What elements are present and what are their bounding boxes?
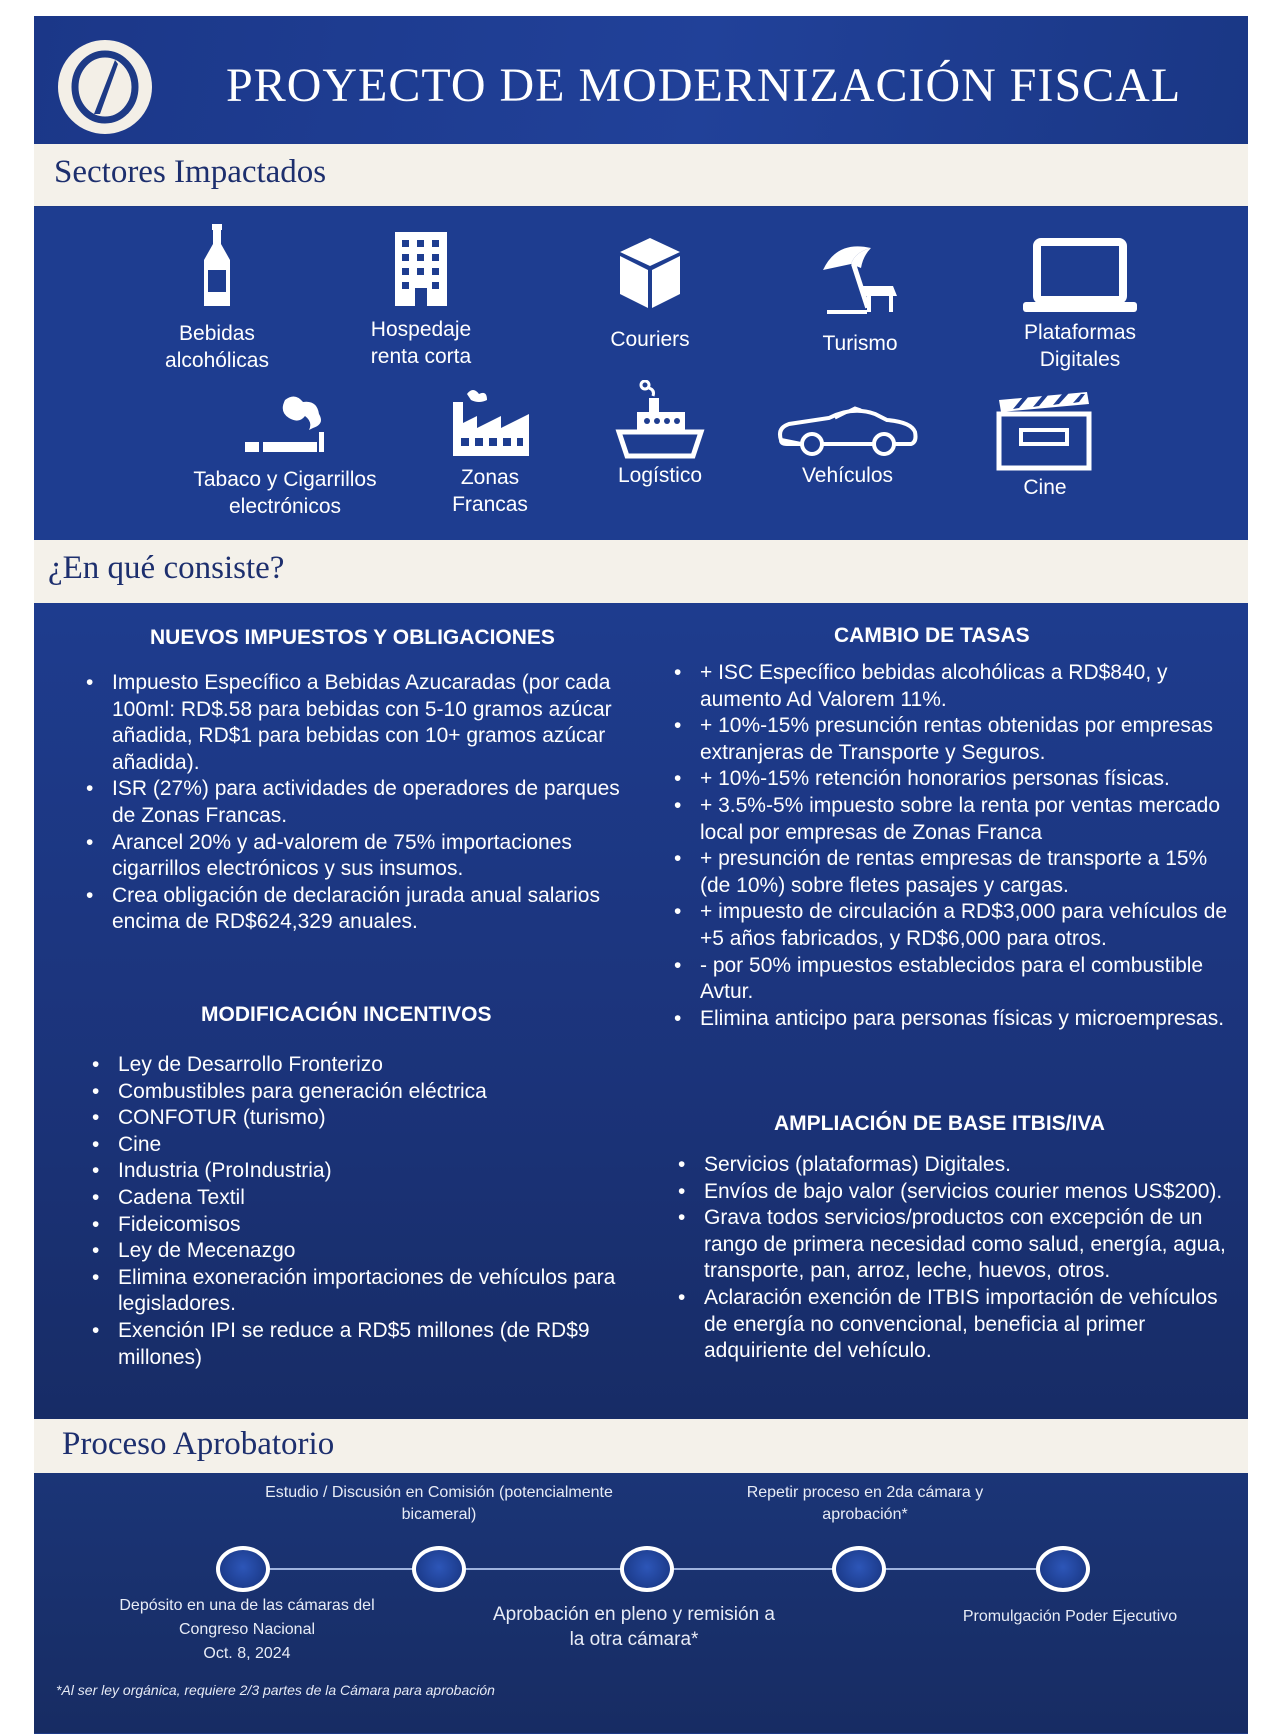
sector-logistico: Logístico xyxy=(600,380,720,489)
sector-label: Bebidas alcohólicas xyxy=(165,322,269,372)
itbis-title: AMPLIACIÓN DE BASE ITBIS/IVA xyxy=(774,1112,1105,1135)
sector-couriers: Couriers xyxy=(590,236,710,353)
nuevos-impuestos-title: NUEVOS IMPUESTOS Y OBLIGACIONES xyxy=(150,626,555,649)
list-item: Ley de Mecenazgo xyxy=(88,1238,658,1265)
proceso-panel xyxy=(34,1473,1248,1733)
sectors-title-band xyxy=(34,144,1248,206)
sector-tabaco: Tabaco y Cigarrillos electrónicos xyxy=(180,394,390,520)
list-item: + impuesto de circulación a RD$3,000 par… xyxy=(670,899,1230,952)
sector-label: Vehículos xyxy=(801,464,894,487)
bottle-icon xyxy=(204,224,230,306)
beach-umbrella-icon xyxy=(823,246,897,314)
building-icon xyxy=(395,232,447,306)
list-item: CONFOTUR (turismo) xyxy=(88,1105,658,1132)
list-item: Envíos de bajo valor (servicios courier … xyxy=(674,1179,1234,1206)
sector-zonas-francas: Zonas Francas xyxy=(430,388,550,518)
sector-label: Turismo xyxy=(822,332,898,355)
header xyxy=(34,16,1248,144)
sector-turismo: Turismo xyxy=(800,240,920,357)
sector-bebidas: Bebidas alcohólicas xyxy=(147,224,287,374)
list-item: Ley de Desarrollo Fronterizo xyxy=(88,1052,658,1079)
footnote: *Al ser ley orgánica, requiere 2/3 parte… xyxy=(56,1682,495,1698)
step-deposito: Depósito en una de las cámaras del Congr… xyxy=(119,1597,375,1662)
sector-label: Plataformas Digitales xyxy=(1023,321,1137,371)
timeline-node xyxy=(620,1546,674,1592)
list-item: + ISC Específico bebidas alcohólicas a R… xyxy=(670,660,1230,713)
incentivos-list: Ley de Desarrollo Fronterizo Combustible… xyxy=(88,1052,658,1371)
list-item: + 10%-15% retención honorarios personas … xyxy=(670,766,1230,793)
car-icon xyxy=(777,406,917,456)
step-promulgacion: Promulgación Poder Ejecutivo xyxy=(962,1608,1178,1625)
cigarette-icon xyxy=(245,396,324,452)
clapperboard-icon xyxy=(996,392,1092,471)
list-item: Impuesto Específico a Bebidas Azucaradas… xyxy=(82,670,642,776)
sector-label: Logístico xyxy=(617,464,703,487)
cambio-tasas-title: CAMBIO DE TASAS xyxy=(834,624,1030,647)
list-item: Elimina anticipo para personas físicas y… xyxy=(670,1006,1230,1033)
package-icon xyxy=(620,238,680,308)
ship-icon xyxy=(615,380,705,459)
sector-cine: Cine xyxy=(990,390,1100,501)
itbis-list: Servicios (plataformas) Digitales. Envío… xyxy=(674,1152,1234,1365)
consiste-title-band xyxy=(34,540,1248,603)
list-item: Industria (ProIndustria) xyxy=(88,1158,658,1185)
sector-plataformas: Plataformas Digitales xyxy=(1000,238,1160,373)
list-item: Exención IPI se reduce a RD$5 millones (… xyxy=(88,1318,658,1371)
timeline-node xyxy=(832,1546,886,1592)
sector-hospedaje: Hospedaje renta corta xyxy=(346,232,496,370)
proceso-title-band xyxy=(34,1419,1248,1473)
proceso-title: Proceso Aprobatorio xyxy=(62,1426,335,1462)
list-item: Grava todos servicios/productos con exce… xyxy=(674,1205,1234,1285)
cambio-tasas-list: + ISC Específico bebidas alcohólicas a R… xyxy=(670,660,1230,1032)
step-estudio: Estudio / Discusión en Comisión (potenci… xyxy=(265,1484,613,1523)
list-item: + 3.5%-5% impuesto sobre la renta por ve… xyxy=(670,793,1230,846)
list-item: Elimina exoneración importaciones de veh… xyxy=(88,1265,658,1318)
sector-label: Cine xyxy=(1023,476,1067,499)
list-item: ISR (27%) para actividades de operadores… xyxy=(82,776,642,829)
page-title: PROYECTO DE MODERNIZACIÓN FISCAL xyxy=(226,59,1182,112)
timeline-node xyxy=(216,1546,270,1592)
list-item: Crea obligación de declaración jurada an… xyxy=(82,883,642,936)
incentivos-title: MODIFICACIÓN INCENTIVOS xyxy=(201,1003,492,1026)
sector-label: Zonas Francas xyxy=(452,466,528,516)
sectors-panel xyxy=(34,207,1248,540)
step-aprobacion: Aprobación en pleno y remisión a la otra… xyxy=(492,1604,775,1650)
factory-icon xyxy=(453,390,529,456)
list-item: Combustibles para generación eléctrica xyxy=(88,1079,658,1106)
sector-label: Hospedaje renta corta xyxy=(370,318,472,368)
timeline-node xyxy=(412,1546,466,1592)
list-item: Cine xyxy=(88,1132,658,1159)
sector-vehiculos: Vehículos xyxy=(770,400,925,489)
list-item: Aclaración exención de ITBIS importación… xyxy=(674,1285,1234,1365)
list-item: Cadena Textil xyxy=(88,1185,658,1212)
consiste-title: ¿En qué consiste? xyxy=(48,550,285,586)
list-item: Arancel 20% y ad-valorem de 75% importac… xyxy=(82,830,642,883)
sector-label: Couriers xyxy=(610,328,690,351)
list-item: Fideicomisos xyxy=(88,1212,658,1239)
laptop-icon xyxy=(1023,238,1137,312)
list-item: + 10%-15% presunción rentas obtenidas po… xyxy=(670,713,1230,766)
list-item: - por 50% impuestos establecidos para el… xyxy=(670,953,1230,1006)
list-item: Servicios (plataformas) Digitales. xyxy=(674,1152,1234,1179)
step-repetir: Repetir proceso en 2da cámara y aprobaci… xyxy=(746,1484,984,1523)
sectors-title: Sectores Impactados xyxy=(54,154,327,190)
list-item: + presunción de rentas empresas de trans… xyxy=(670,846,1230,899)
sector-label: Tabaco y Cigarrillos electrónicos xyxy=(193,468,377,518)
logo-icon xyxy=(58,40,152,134)
timeline-node xyxy=(1036,1546,1090,1592)
nuevos-impuestos-list: Impuesto Específico a Bebidas Azucaradas… xyxy=(82,670,642,936)
